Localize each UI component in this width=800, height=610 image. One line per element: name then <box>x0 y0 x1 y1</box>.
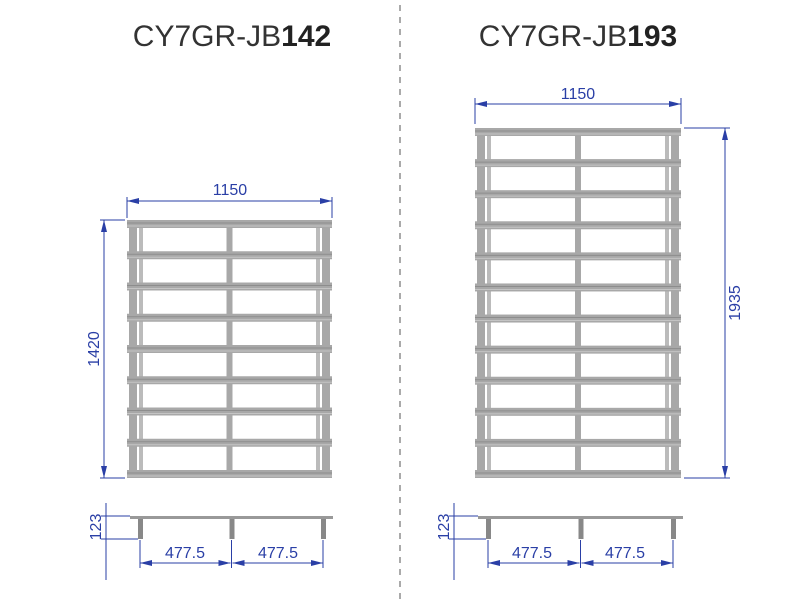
crossbar <box>127 376 332 385</box>
crossbar <box>127 438 332 447</box>
center-post <box>575 128 581 478</box>
left-spacing-1-label: 477.5 <box>165 545 205 562</box>
right-spacing-1-label: 477.5 <box>512 545 552 562</box>
arrowhead <box>661 560 673 566</box>
arrowhead <box>232 560 245 566</box>
crossbar <box>475 314 681 323</box>
svg-text:1150: 1150 <box>561 86 596 103</box>
crossbar <box>127 313 332 322</box>
crossbar <box>475 470 681 478</box>
crossbar <box>475 190 681 199</box>
leg <box>578 519 584 539</box>
left-rack-front-view <box>127 220 332 478</box>
left-spacing-2-label: 477.5 <box>258 545 298 562</box>
crossbar <box>475 345 681 354</box>
arrowhead <box>311 560 323 566</box>
right-height-dimension: 1935 <box>684 127 744 479</box>
inner-post <box>487 128 491 478</box>
right-side-view <box>449 503 683 580</box>
crossbar <box>475 128 681 136</box>
leg <box>671 519 676 539</box>
crossbar <box>475 221 681 230</box>
crossbar <box>127 282 332 291</box>
svg-text:1420: 1420 <box>86 331 103 367</box>
crossbar <box>127 251 332 260</box>
left-height-dimension: 1420 <box>86 219 125 479</box>
leg <box>321 519 326 539</box>
right-spacing-2-label: 477.5 <box>605 545 645 562</box>
right-rack-front-view <box>475 128 681 478</box>
arrowhead <box>567 560 580 566</box>
crossbar <box>475 252 681 261</box>
arrowhead <box>488 560 500 566</box>
left-width-dimension: 1150 <box>126 182 333 218</box>
crossbar <box>475 438 681 447</box>
crossbar <box>127 407 332 416</box>
leg <box>229 519 235 539</box>
left-leg-height-label: 123 <box>88 514 105 541</box>
right-leg-height-label: 123 <box>436 514 453 541</box>
crossbar <box>475 283 681 292</box>
crossbar <box>127 220 332 228</box>
arrowhead <box>581 560 594 566</box>
crossbar <box>475 159 681 168</box>
arrowhead <box>140 560 152 566</box>
crossbar <box>475 407 681 416</box>
leg <box>486 519 491 539</box>
top-rail <box>130 516 333 519</box>
crossbar <box>475 376 681 385</box>
crossbar <box>127 470 332 478</box>
left-side-view <box>101 503 333 580</box>
crossbar <box>127 345 332 353</box>
top-rail <box>478 516 683 519</box>
arrowhead <box>218 560 231 566</box>
left-title: CY7GR-JB142 <box>133 20 331 53</box>
svg-text:1935: 1935 <box>727 285 744 321</box>
side-post <box>671 128 679 478</box>
svg-text:1150: 1150 <box>213 182 248 199</box>
right-width-dimension: 1150 <box>474 86 682 124</box>
inner-post <box>665 128 669 478</box>
right-title: CY7GR-JB193 <box>479 20 677 53</box>
leg <box>138 519 143 539</box>
side-post <box>477 128 485 478</box>
